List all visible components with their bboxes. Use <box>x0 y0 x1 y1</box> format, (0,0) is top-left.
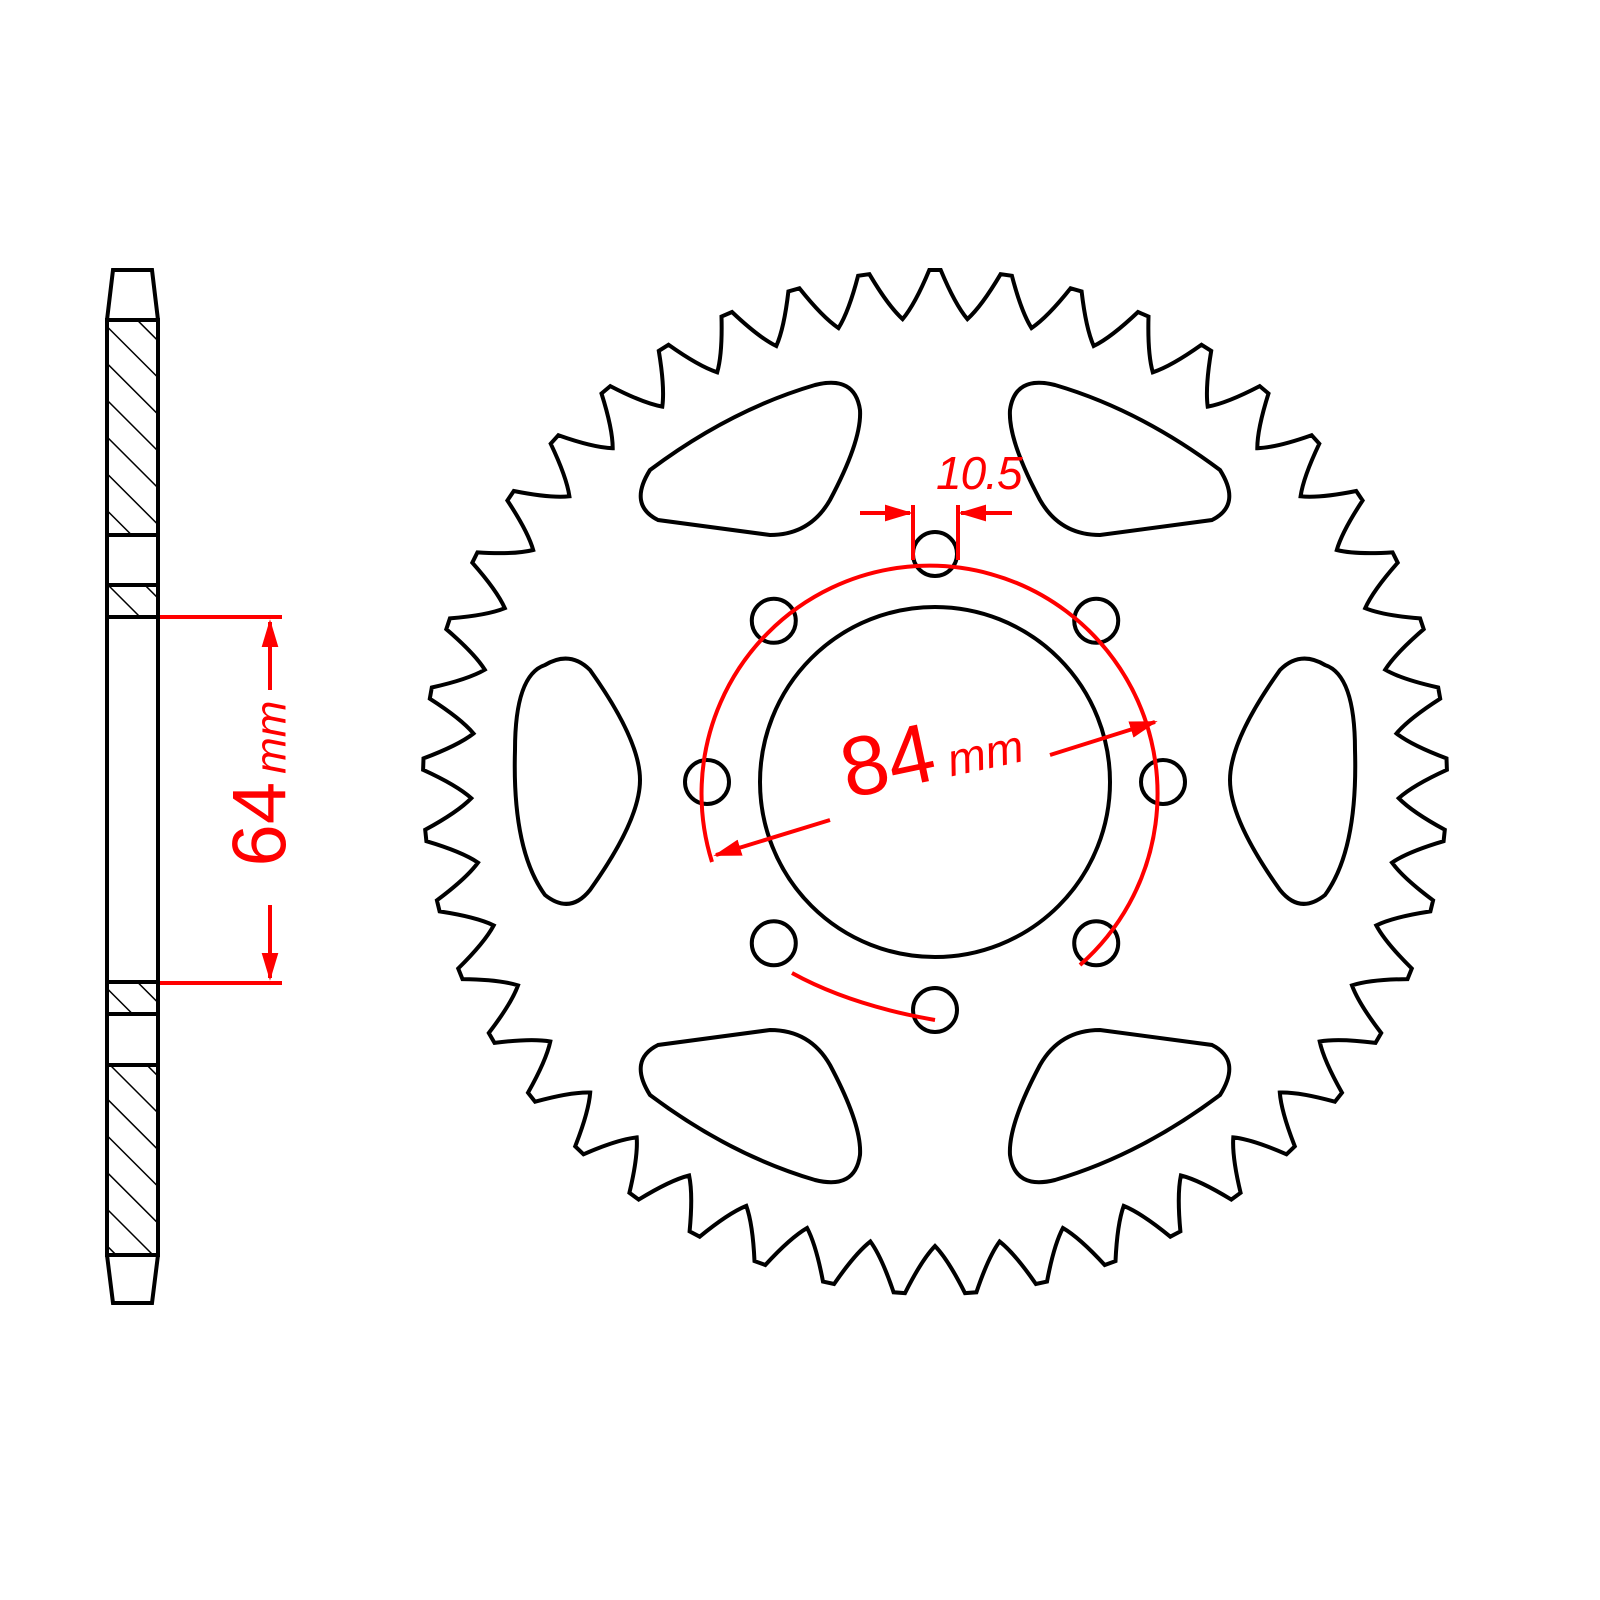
center-bore-dimension-label: 64mm <box>217 654 304 914</box>
center-bore-unit: mm <box>246 700 296 774</box>
lightening-hole-right <box>1227 656 1358 906</box>
bolt-hole-value: 10.5 <box>936 447 1023 499</box>
center-bore-value: 64 <box>217 781 303 867</box>
bolt-hole <box>911 986 959 1034</box>
lightening-holes <box>512 380 1358 1185</box>
lightening-hole-left <box>512 656 643 906</box>
bolt-hole <box>1072 596 1121 645</box>
side-profile <box>105 268 160 1305</box>
lightening-hole-bottom-left <box>638 1027 863 1185</box>
pcd-unit: mm <box>942 719 1029 787</box>
hatch-lower-hub <box>105 980 160 1016</box>
sprocket-teeth-outline <box>421 268 1449 1296</box>
center-bore <box>758 605 1112 959</box>
pcd-value: 84 <box>832 704 944 816</box>
dimension-pcd <box>699 563 1160 1022</box>
hatch-upper-hub <box>105 583 160 619</box>
bolt-hole <box>1072 919 1121 968</box>
lightening-hole-top-right <box>1007 380 1232 538</box>
bolt-hole <box>749 919 798 968</box>
lightening-hole-bottom-right <box>1007 1027 1232 1185</box>
lightening-hole-top-left <box>638 380 863 538</box>
pcd-arc-lower <box>791 971 936 1022</box>
bolt-hole <box>911 530 959 578</box>
hatch-top <box>105 318 160 537</box>
bolt-hole <box>683 758 731 806</box>
dimension-bolt-hole <box>860 504 1012 560</box>
dimension-64mm <box>160 615 282 985</box>
bolt-hole <box>1139 758 1187 806</box>
bolt-hole-dimension-label: 10.5 <box>936 446 1023 500</box>
bolt-hole <box>749 596 798 645</box>
hatch-bottom <box>105 1063 160 1257</box>
pcd-arc <box>699 563 1160 967</box>
